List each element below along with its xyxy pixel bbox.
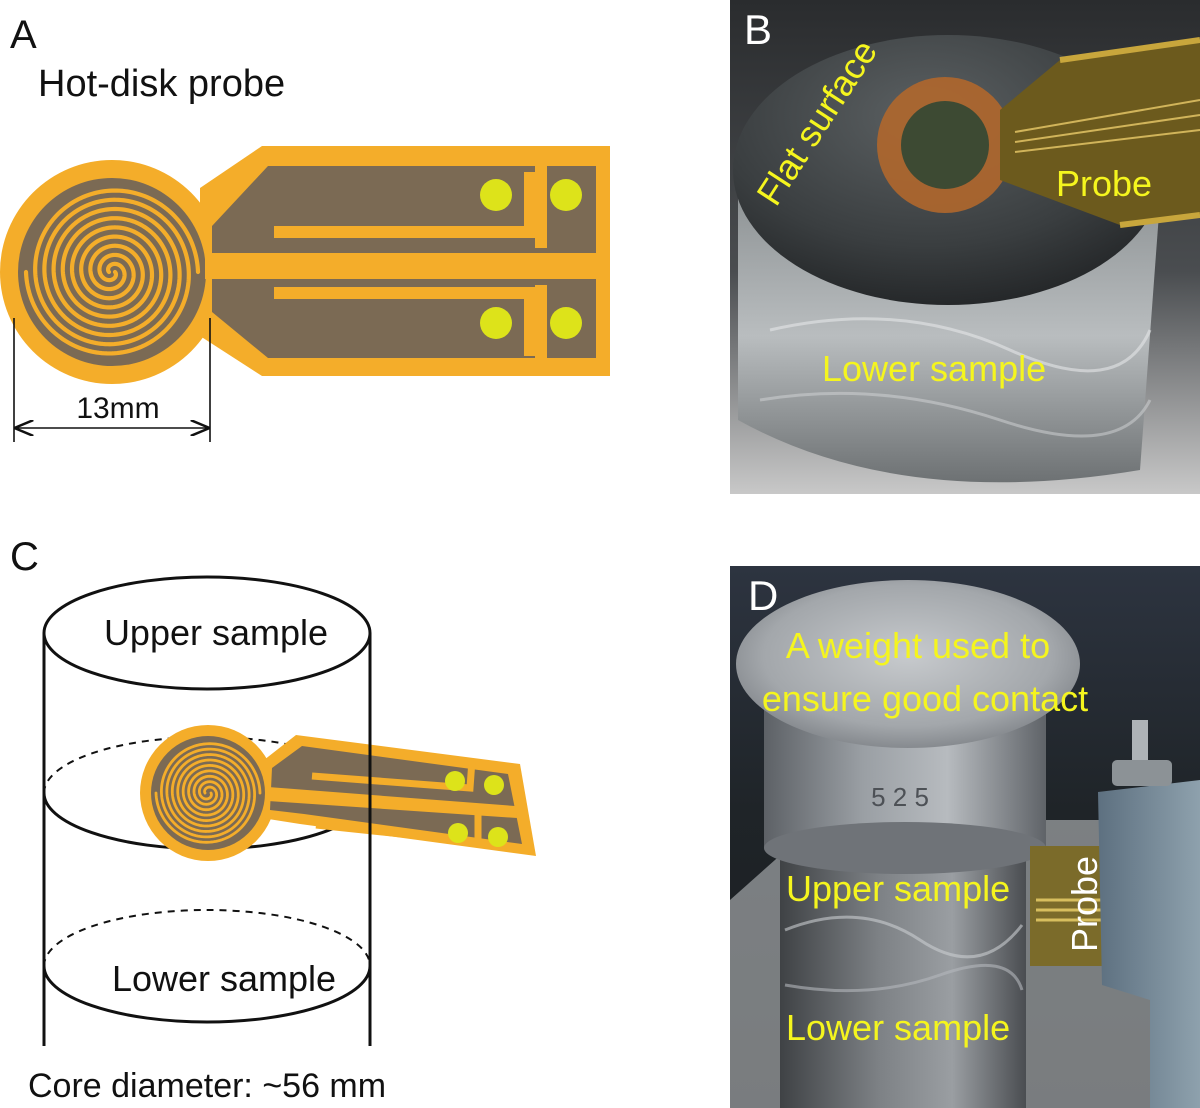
photo-b-probe-lead (1014, 114, 1200, 143)
panel-b: B Flat surface Probe Lower sample (730, 0, 1200, 494)
panel-c: C (10, 535, 536, 1105)
contact-pad (480, 307, 512, 339)
probe-diagram-small (140, 633, 536, 893)
panel-a-letter: A (10, 13, 37, 57)
photo-b-probe-lead (1014, 129, 1200, 153)
photo-d-label-lower-sample: Lower sample (786, 1007, 1010, 1048)
label-lower-sample: Lower sample (112, 958, 336, 999)
dimension-label: 13mm (76, 392, 159, 425)
bottom-back-dashed (43, 909, 371, 967)
contact-pad (484, 775, 504, 795)
probe-trace-upper (274, 172, 536, 238)
label-upper-sample: Upper sample (104, 612, 328, 653)
photo-d-clamp (1098, 780, 1200, 1108)
panel-d: 5 2 5 D A weight used to ensure good con… (730, 566, 1200, 1108)
photo-d-label-probe: Probe (1064, 856, 1105, 952)
small-spiral-sensor (154, 742, 262, 844)
photo-b-probe-strip-edge (1119, 212, 1200, 228)
photo-d-label-weight-line1: A weight used to (786, 625, 1050, 666)
photo-b-probe-lead (1014, 99, 1200, 133)
probe-trace-lower-divider (535, 285, 547, 363)
spiral-sensor (23, 188, 201, 356)
photo-d-weight-bottom (764, 822, 1046, 874)
panel-a-title: Hot-disk probe (38, 63, 285, 105)
contact-pad (488, 827, 508, 847)
photo-d-weight-top (736, 580, 1080, 748)
panel-d-letter: D (748, 572, 778, 619)
core-diameter-caption: Core diameter: ~56 mm (28, 1067, 386, 1105)
contact-pad (448, 823, 468, 843)
hot-disk-probe-diagram (0, 146, 610, 384)
photo-b-label-probe: Probe (1056, 163, 1152, 204)
contact-pad (480, 179, 512, 211)
photo-b-probe-strip-edge (1059, 37, 1200, 63)
dimension-indicator: 13mm (13, 318, 211, 442)
contact-pad (550, 179, 582, 211)
photo-d-label-upper-sample: Upper sample (786, 868, 1010, 909)
photo-d-clamp-knob (1112, 760, 1172, 786)
photo-b-wrap-fold (759, 391, 1152, 438)
photo-b-label-lower-sample: Lower sample (822, 348, 1046, 389)
photo-b-wrap-fold (769, 317, 1152, 373)
panel-c-letter: C (10, 535, 39, 579)
photo-d-label-weight-line2: ensure good contact (762, 678, 1088, 719)
probe-trace-upper-divider (535, 166, 547, 248)
probe-trace-lower (274, 287, 536, 356)
small-probe-trace-upper (311, 759, 476, 792)
contact-pad (445, 771, 465, 791)
small-probe-center-band (268, 787, 517, 818)
photo-b (730, 0, 1200, 494)
panel-a: A Hot-disk probe (0, 13, 610, 442)
panel-b-letter: B (744, 6, 772, 53)
contact-pad (550, 307, 582, 339)
photo-b-probe-disk-center (901, 101, 989, 189)
small-probe-tab-inner (270, 746, 522, 844)
photo-b-probe-strip (1000, 40, 1200, 225)
photo-d-wrap-fold (784, 915, 1024, 959)
photo-d-weight-stamp: 5 2 5 (871, 782, 929, 812)
probe-center-band (205, 253, 598, 279)
bottom-front (42, 965, 372, 1024)
photo-d: 5 2 5 (730, 566, 1200, 1108)
photo-d-wrap-fold (784, 963, 1024, 993)
